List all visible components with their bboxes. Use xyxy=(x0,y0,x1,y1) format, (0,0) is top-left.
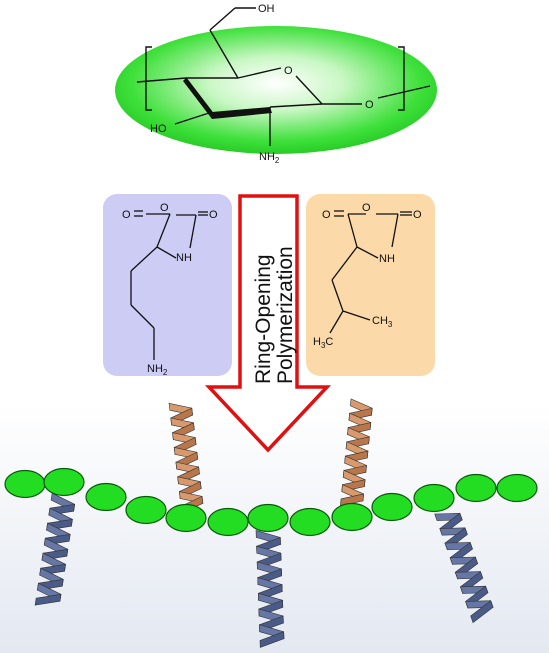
lysine-o-left: O xyxy=(122,209,131,221)
helix-chain xyxy=(255,530,285,648)
lysine-o-right: O xyxy=(209,209,218,221)
helix-ribbon xyxy=(259,631,285,648)
backbone-bead xyxy=(165,503,207,533)
backbone-bead xyxy=(455,473,497,503)
lysine-nh2: NH2 xyxy=(147,363,168,377)
helix-chain xyxy=(168,402,204,514)
backbone-bead xyxy=(43,467,85,497)
backbone-bead xyxy=(331,502,373,532)
chitosan-backbone xyxy=(4,467,538,537)
helix-chain xyxy=(434,512,494,624)
chitosan-oh-top: OH xyxy=(258,3,275,15)
graft-copolymer xyxy=(4,398,538,648)
backbone-bead xyxy=(371,492,413,522)
rop-arrow-line1: Ring-Opening xyxy=(252,254,275,384)
helix-chain xyxy=(34,492,76,606)
rop-arrow: Ring-Opening Polymerization xyxy=(204,194,332,453)
backbone-bead xyxy=(85,482,127,512)
leucine-nh: NH xyxy=(379,253,395,265)
backbone-bead xyxy=(247,503,289,533)
chitosan-bonds xyxy=(136,7,431,146)
leucine-helices xyxy=(168,398,373,514)
leucine-ch3: CH3 xyxy=(372,315,393,329)
chitosan-ring-o: O xyxy=(284,65,293,77)
leucine-h3c: H3C xyxy=(313,336,333,350)
helix-chain xyxy=(340,398,373,507)
lysine-nca-panel: O O O NH NH2 xyxy=(103,194,232,377)
lysine-nh: NH xyxy=(176,252,192,264)
lysine-o-ring: O xyxy=(160,202,169,214)
rop-arrow-shape xyxy=(204,194,332,453)
backbone-bead xyxy=(125,495,167,525)
leucine-o-left: O xyxy=(322,209,331,221)
lysine-helices xyxy=(34,492,494,648)
backbone-bead xyxy=(413,483,455,513)
chitosan-ellipse xyxy=(115,26,437,154)
backbone-bead xyxy=(496,473,538,503)
chitosan-unit: OH O O HO NH2 xyxy=(115,3,437,165)
leucine-nca-panel: O O O NH CH3 H3C xyxy=(306,194,435,376)
chitosan-ho: HO xyxy=(150,123,167,135)
backbone-bead xyxy=(289,507,331,537)
chitosan-nh2: NH2 xyxy=(259,151,280,165)
backbone-bead xyxy=(4,469,46,499)
ring-wedge xyxy=(183,78,272,119)
helix-ribbon xyxy=(470,600,494,624)
rop-arrow-line2: Polymerization xyxy=(274,246,297,384)
leucine-o-ring: O xyxy=(362,202,371,214)
helix-ribbon xyxy=(34,593,62,606)
backbone-bead xyxy=(207,507,249,537)
chitosan-glyco-o: O xyxy=(365,99,374,111)
leucine-o-right: O xyxy=(413,209,422,221)
